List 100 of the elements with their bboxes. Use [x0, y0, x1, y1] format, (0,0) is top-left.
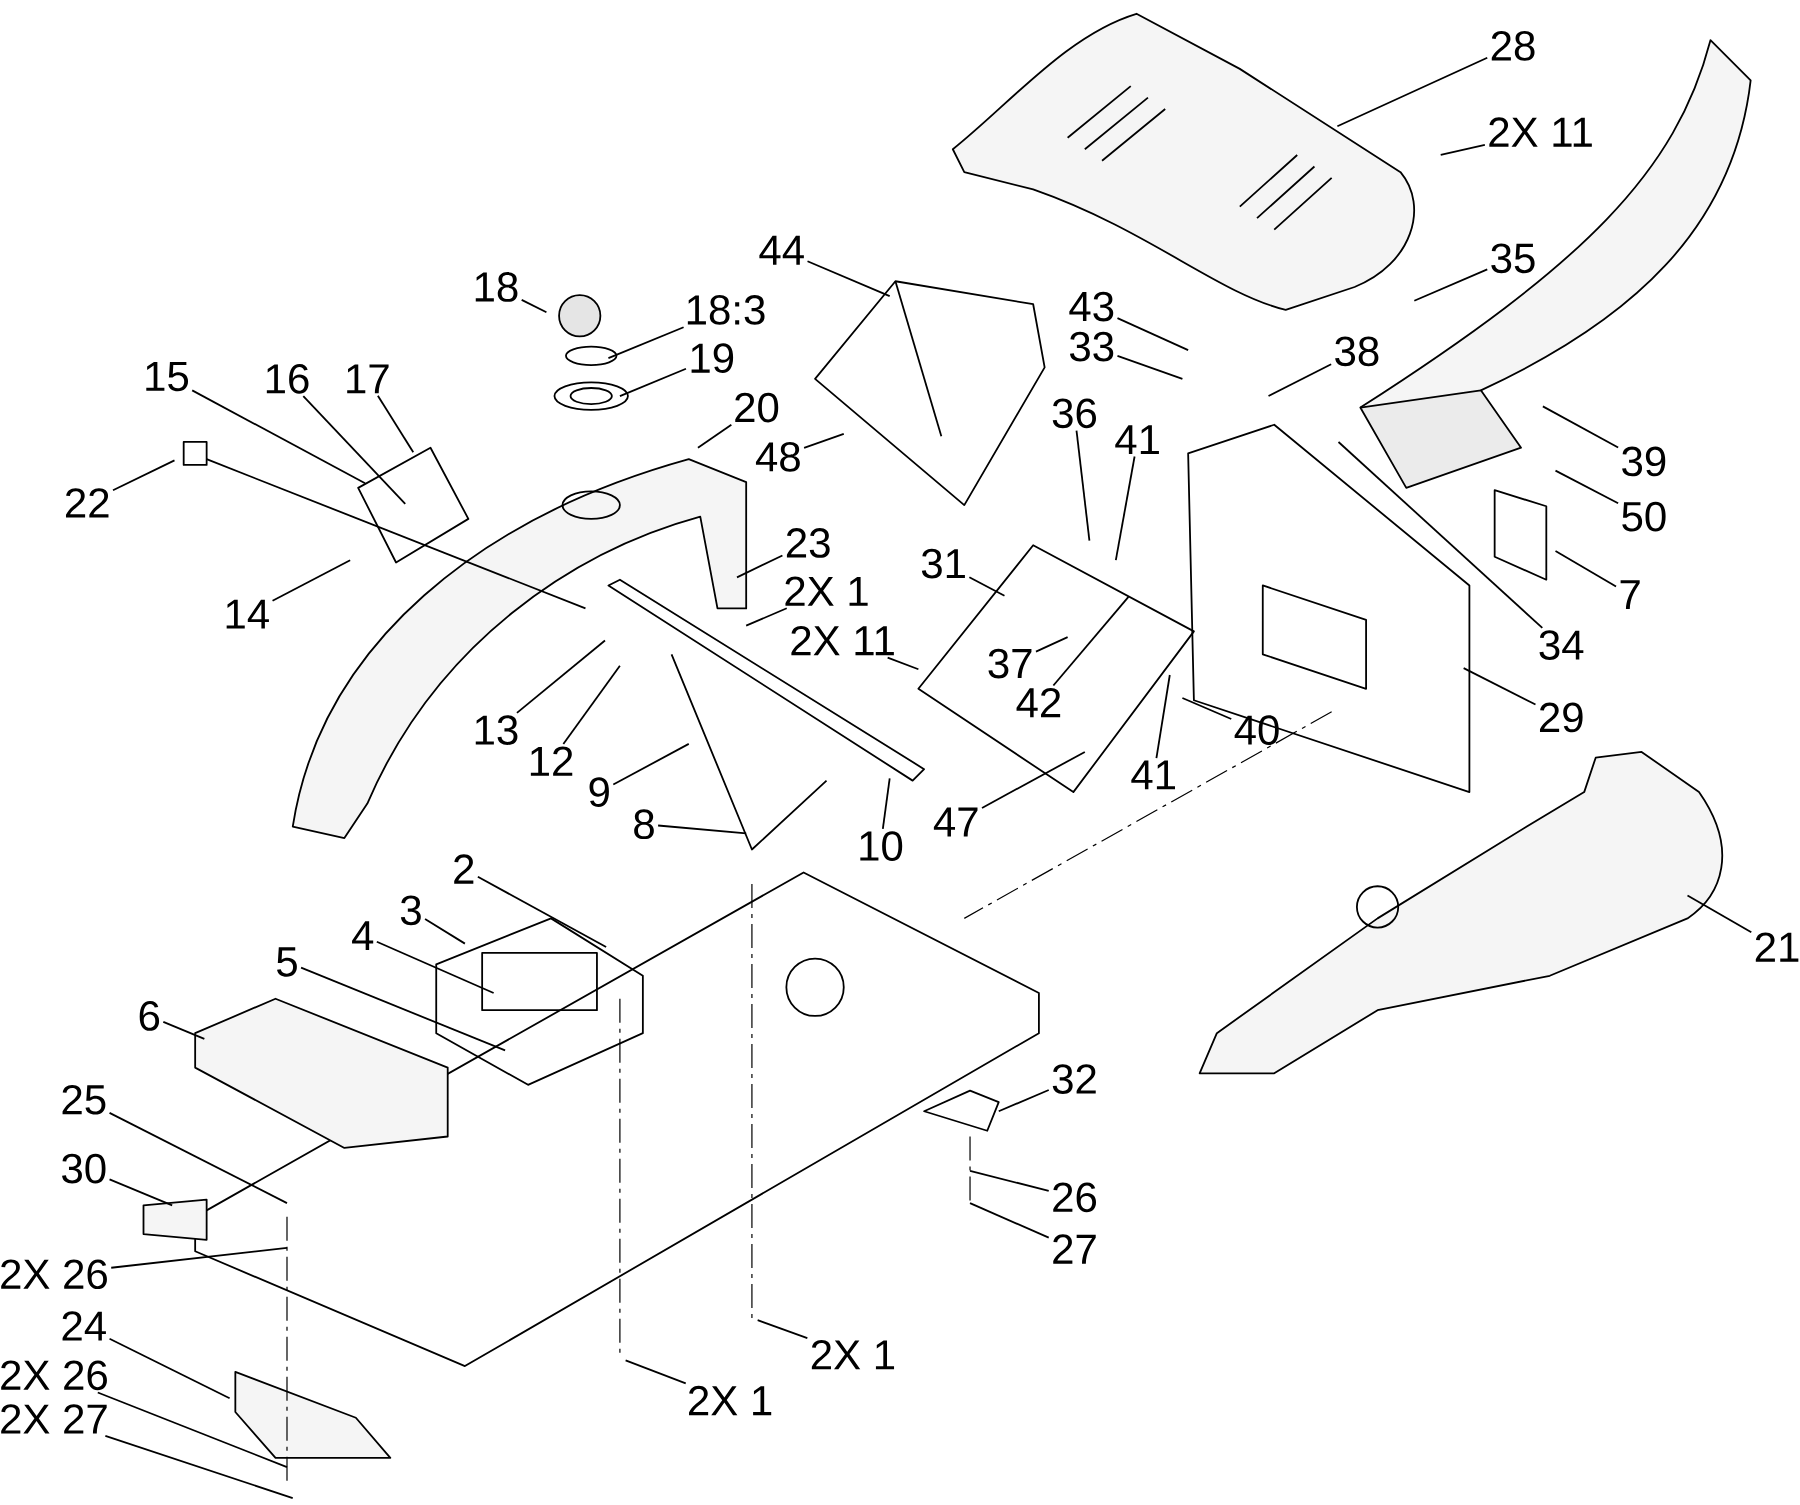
callout-number: 42: [1016, 687, 1061, 718]
leader-line: [736, 554, 784, 579]
callout-number: 9: [589, 777, 609, 807]
callout-number: 16: [266, 364, 309, 394]
leader-line: [745, 607, 788, 627]
callout-number: 37: [988, 648, 1032, 679]
leader-line: [375, 940, 495, 994]
callout-number: 14: [226, 599, 269, 629]
leader-line: [968, 576, 1006, 597]
leader-line: [112, 459, 176, 492]
callout-number: 15: [146, 361, 189, 392]
callout-number: 40: [1234, 715, 1279, 745]
leader-line: [886, 656, 920, 671]
callout-number: 31: [921, 548, 965, 579]
leader-line: [191, 389, 366, 485]
leader-line: [96, 1391, 288, 1468]
callout-number: 5: [277, 947, 297, 977]
callout-number: 18: [475, 272, 518, 302]
leader-line: [624, 1359, 687, 1385]
callout-number: 2X 11: [791, 625, 894, 656]
leader-line: [619, 367, 687, 397]
leader-line: [162, 1020, 206, 1040]
callout-number: 2X 27: [1, 1404, 107, 1434]
leader-line: [803, 433, 845, 449]
callout-number: 23: [786, 528, 830, 558]
leader-line: [110, 1246, 288, 1269]
leader-line: [108, 1337, 231, 1400]
leader-line: [657, 824, 748, 835]
leader-line: [516, 639, 606, 714]
callout-number: 50: [1622, 501, 1666, 532]
callout-number: 13: [475, 715, 518, 745]
callout-number: 39: [1622, 446, 1666, 477]
leader-line: [1439, 143, 1486, 156]
callout-number: 38: [1335, 336, 1379, 367]
leader-line: [756, 1319, 809, 1340]
callout-number: 4: [352, 921, 374, 951]
leader-line: [881, 777, 891, 830]
leader-line: [997, 1089, 1050, 1113]
callout-number: 48: [755, 442, 800, 472]
callout-number: 10: [860, 831, 903, 861]
callout-number: 2X 1: [785, 576, 868, 606]
leader-line: [1035, 636, 1069, 653]
callout-number: 30: [62, 1153, 106, 1184]
callout-number: 41: [1131, 760, 1175, 790]
leader-line: [806, 260, 891, 298]
callout-number: 43: [1069, 291, 1114, 322]
leader-line: [969, 1202, 1050, 1239]
leader-line: [1554, 469, 1620, 505]
leader-line: [1554, 550, 1617, 588]
callout-number: 2X 1: [689, 1385, 772, 1416]
leader-line: [612, 743, 690, 786]
callout-number: 18:3: [687, 295, 765, 325]
callout-number: 6: [139, 1001, 160, 1031]
callout-number: 3: [400, 895, 421, 926]
callout-number: 17: [347, 364, 389, 394]
callout-number: 26: [1053, 1182, 1096, 1213]
leader-line: [1116, 354, 1184, 380]
callout-number: 2X 26: [1, 1360, 107, 1391]
callout-number: 2X 26: [1, 1259, 107, 1290]
leader-line: [1462, 667, 1537, 706]
leader-line: [520, 299, 548, 314]
callout-number: 36: [1052, 398, 1096, 429]
callout-number: 41: [1115, 425, 1159, 455]
callout-number: 33: [1069, 331, 1114, 362]
callout-number: 25: [62, 1084, 106, 1115]
leader-line: [1155, 674, 1171, 759]
callout-number: 20: [735, 392, 779, 423]
callout-number: 32: [1052, 1064, 1096, 1094]
leader-line: [697, 423, 733, 449]
callout-number: 34: [1539, 630, 1584, 661]
leader-line: [377, 394, 415, 454]
callout-number: 2X 11: [1489, 117, 1592, 147]
callout-number: 7: [1620, 580, 1640, 610]
leader-line: [1267, 363, 1333, 397]
callout-number: 19: [691, 343, 734, 374]
leader-line: [1686, 894, 1753, 934]
leader-line: [1337, 441, 1544, 629]
leader-line: [607, 326, 685, 360]
leader-line: [1116, 317, 1190, 352]
leader-line: [1541, 405, 1620, 449]
callout-number: 22: [66, 488, 109, 518]
callout-number: 21: [1755, 932, 1799, 962]
leader-line: [562, 664, 621, 745]
leader-line: [476, 875, 608, 948]
callout-number: 2: [454, 854, 474, 884]
callout-number: 44: [759, 235, 804, 265]
callout-number: 12: [530, 746, 573, 776]
callout-number: 8: [634, 809, 654, 840]
callout-number: 2X 1: [811, 1339, 895, 1370]
leader-line: [969, 1170, 1050, 1192]
leader-line: [104, 1435, 294, 1499]
callout-number: 47: [933, 807, 978, 837]
callout-number: 28: [1491, 31, 1535, 61]
callout-number: 24: [62, 1311, 106, 1341]
leader-line: [1075, 429, 1091, 542]
leader-line: [300, 966, 506, 1052]
leader-line: [1336, 56, 1489, 128]
leader-line: [302, 395, 407, 505]
leader-line: [1114, 455, 1136, 562]
leader-line: [1052, 596, 1130, 687]
